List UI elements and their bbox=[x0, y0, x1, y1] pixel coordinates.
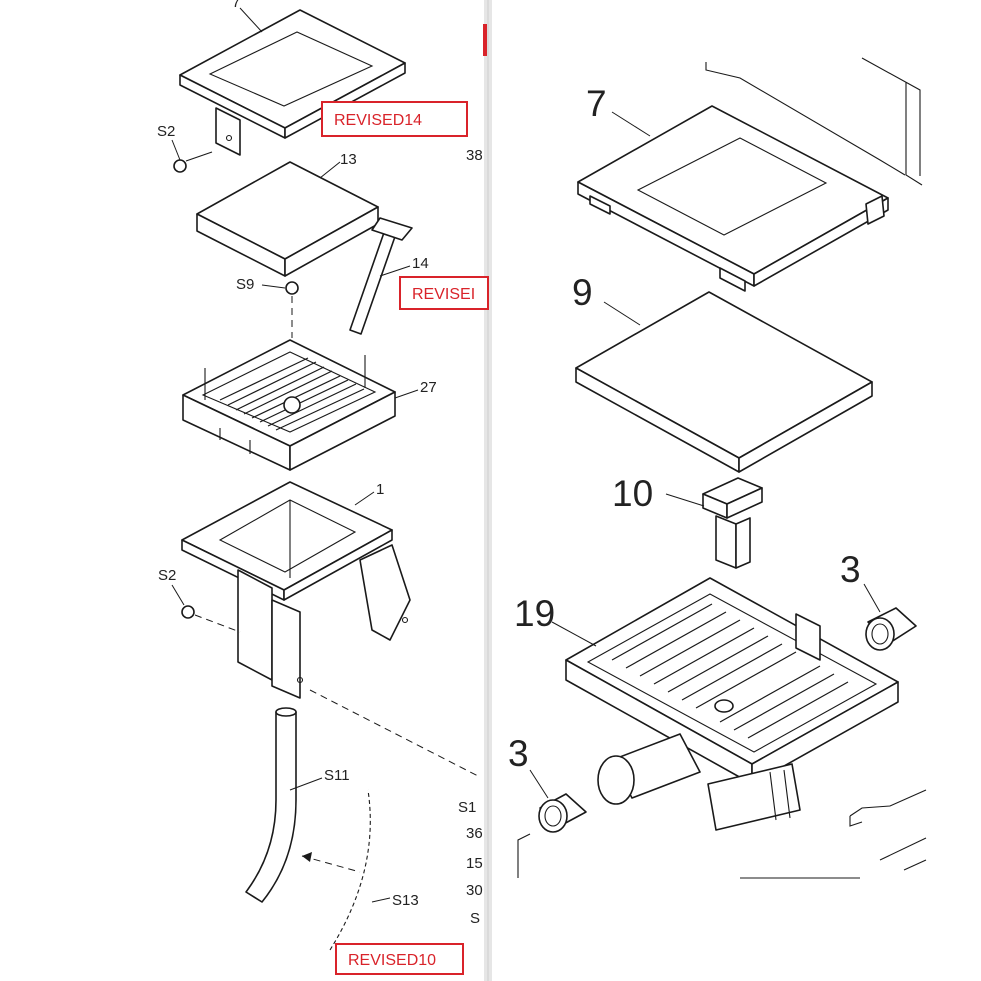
right-tray-19-ribs bbox=[611, 603, 849, 739]
left-label-27: 27 bbox=[420, 379, 437, 396]
svg-text:15: 15 bbox=[466, 855, 483, 872]
left-part-14-bracket bbox=[349, 217, 413, 335]
svg-text:REVISED14: REVISED14 bbox=[334, 112, 422, 129]
left-cut-off-refs: 38 S1 36 15 30 S bbox=[458, 147, 483, 927]
right-label-9: 9 bbox=[572, 272, 593, 313]
revised-tag-middle: REVISEI bbox=[399, 276, 489, 310]
left-label-13: 13 bbox=[340, 151, 357, 168]
right-housing-fragment-top bbox=[705, 57, 923, 186]
left-screw-s2-mid bbox=[181, 605, 241, 633]
left-label-s2-top: S2 bbox=[157, 123, 175, 140]
left-screw-s2-top bbox=[173, 151, 213, 173]
left-hose-arrow bbox=[301, 855, 361, 873]
left-label-7: 7 bbox=[232, 0, 240, 11]
right-exploded-view: 7 9 10 3 bbox=[508, 57, 927, 879]
right-part-19-tray bbox=[565, 577, 899, 785]
right-tray-19-drain-spout bbox=[597, 733, 801, 831]
left-label-s13: S13 bbox=[392, 892, 419, 909]
right-part-9-pad bbox=[575, 291, 873, 473]
left-part-27-tray bbox=[182, 339, 396, 471]
left-part-7-cover bbox=[179, 9, 406, 156]
left-alignment-line bbox=[309, 689, 479, 777]
left-hose-arrowhead bbox=[302, 852, 312, 862]
svg-text:REVISEI: REVISEI bbox=[412, 286, 475, 303]
left-part-1-frame bbox=[181, 481, 411, 699]
left-screw-s9 bbox=[285, 281, 299, 338]
svg-text:S: S bbox=[470, 910, 480, 927]
left-tray-27-grating bbox=[219, 357, 365, 431]
revised-tag-top: REVISED14 bbox=[321, 101, 468, 137]
revised-tag-bottom: REVISED10 bbox=[335, 943, 464, 975]
left-label-s2-mid: S2 bbox=[158, 567, 176, 584]
left-label-s9: S9 bbox=[236, 276, 254, 293]
right-label-3-upper: 3 bbox=[840, 549, 861, 590]
right-housing-fragment-bottom bbox=[517, 789, 927, 879]
svg-text:36: 36 bbox=[466, 825, 483, 842]
left-label-s11: S11 bbox=[324, 767, 350, 784]
left-part-s13-spiral bbox=[326, 789, 375, 953]
right-label-19: 19 bbox=[514, 593, 555, 634]
right-label-7: 7 bbox=[586, 83, 607, 124]
right-part-3-lower-bushing bbox=[538, 793, 587, 833]
svg-text:30: 30 bbox=[466, 882, 483, 899]
left-part-13-pad bbox=[196, 161, 379, 277]
right-part-7-cover bbox=[577, 105, 889, 292]
svg-text:38: 38 bbox=[466, 147, 483, 164]
left-label-1: 1 bbox=[376, 481, 384, 498]
panel-divider-red-mark bbox=[483, 24, 487, 56]
right-part-3-upper-bushing bbox=[865, 607, 917, 651]
right-label-3-lower: 3 bbox=[508, 733, 529, 774]
right-label-10: 10 bbox=[612, 473, 653, 514]
svg-text:REVISED10: REVISED10 bbox=[348, 952, 436, 969]
right-part-10-block bbox=[702, 477, 763, 569]
left-part-s11-hose bbox=[245, 707, 297, 903]
left-exploded-view: 7 S2 13 14 S9 bbox=[157, 0, 489, 975]
svg-text:S1: S1 bbox=[458, 799, 476, 816]
left-label-14: 14 bbox=[412, 255, 429, 272]
